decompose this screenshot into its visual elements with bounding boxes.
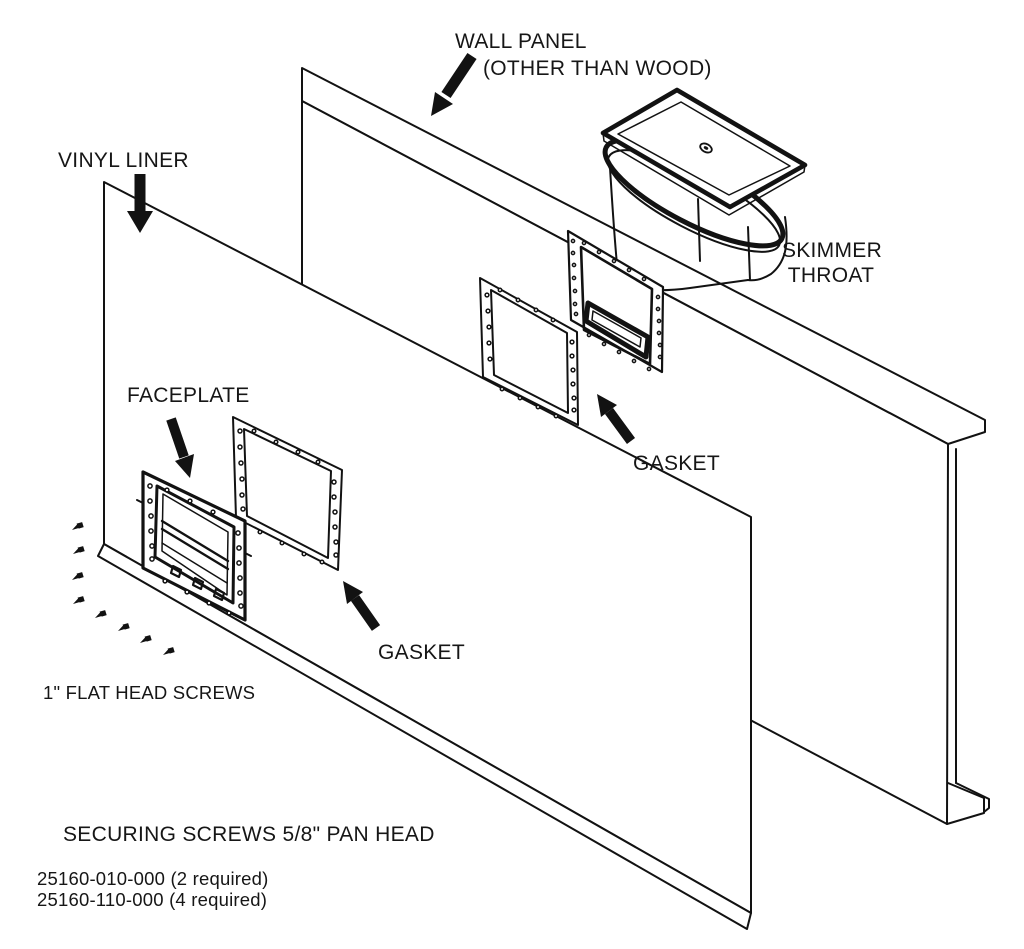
label-wall-panel-line1: WALL PANEL [455, 30, 587, 53]
faceplate-part [136, 470, 252, 622]
gasket-upper-part [479, 277, 579, 426]
vinyl-liner [97, 181, 752, 930]
wall-panel-arrow [431, 52, 477, 116]
label-gasket-lower: GASKET [378, 641, 465, 664]
gasket-upper-holes [484, 287, 577, 419]
gasket-lower-part [232, 416, 343, 571]
label-faceplate: FACEPLATE [127, 384, 250, 407]
callout-arrows [127, 52, 636, 631]
label-skimmer-throat-line2: THROAT [788, 264, 875, 287]
label-flat-head-screws: 1" FLAT HEAD SCREWS [43, 682, 255, 703]
skimmer-flange-opening [566, 229, 665, 374]
gasket-upper-arrow [597, 394, 636, 444]
wall-panel-top-face [301, 67, 986, 445]
wall-panel-channel-edge [946, 448, 990, 825]
vinyl-liner-bottom-fold [97, 543, 752, 930]
gasket-lower-arrow [343, 581, 381, 631]
label-skimmer-throat-line1: SKIMMER [782, 239, 882, 262]
label-part-number-1: 25160-010-000 (2 required) [37, 868, 268, 889]
gasket-lower-holes [237, 428, 339, 565]
vinyl-liner-arrow [127, 174, 153, 233]
label-part-number-2: 25160-110-000 (4 required) [37, 889, 267, 910]
skimmer-mouth-slot [583, 300, 651, 360]
lid-center-hole [699, 142, 713, 154]
faceplate-tabs [169, 564, 226, 602]
label-wall-panel-line2: (OTHER THAN WOOD) [483, 57, 712, 80]
labels: WALL PANEL (OTHER THAN WOOD) VINYL LINER… [37, 30, 882, 910]
label-vinyl-liner: VINYL LINER [58, 149, 189, 172]
faceplate-screw-holes [147, 483, 244, 616]
label-gasket-upper: GASKET [633, 452, 720, 475]
label-securing-screws: SECURING SCREWS 5/8" PAN HEAD [63, 823, 435, 846]
faceplate-arrow [166, 417, 194, 478]
flange-screw-holes [570, 238, 663, 372]
skimmer-lid [600, 87, 808, 216]
